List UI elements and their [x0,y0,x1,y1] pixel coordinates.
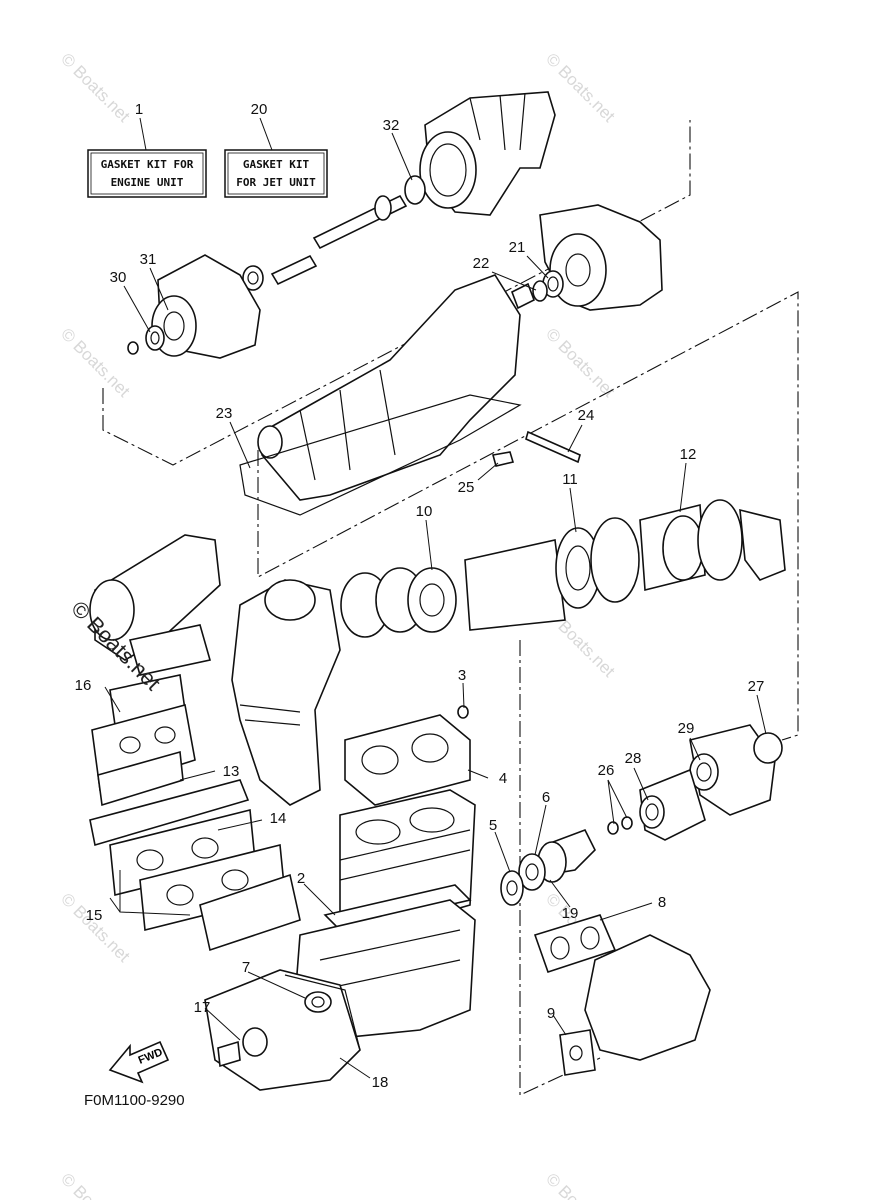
sensor-plug [217,1040,241,1068]
jet-nozzle [419,91,556,216]
intake-gasket-23 [239,394,522,516]
drive-shaft-assembly [242,175,426,291]
pad-25 [491,451,515,467]
callout-25: 25 [458,479,475,496]
callout-32: 32 [383,117,400,134]
callout-31: 31 [140,251,157,268]
callout-28: 28 [625,750,642,767]
callout-13: 13 [223,763,240,780]
callout-numbers: 1 20 32 21 22 31 30 23 24 25 11 12 10 3 … [75,101,765,1091]
exhaust-elbow [231,579,341,806]
cylinder-head [344,705,471,806]
callout-5: 5 [489,817,497,834]
callout-8: 8 [658,894,666,911]
watermark-text: © Boats.net [57,1169,134,1200]
callout-16: 16 [75,677,92,694]
callout-29: 29 [678,720,695,737]
box1-line2: ENGINE UNIT [111,176,184,189]
base-gasket-2 [323,884,472,931]
watermark-text: © Boats.net [542,1169,619,1200]
jet-unit-frame [102,120,691,466]
watermark-text: © Boats.net [57,49,134,126]
callout-24: 24 [578,407,595,424]
intake-housing-left [127,254,261,359]
callout-9: 9 [547,1005,555,1022]
magneto-cover [204,969,361,1091]
callout-4: 4 [499,770,507,787]
callout-2: 2 [297,870,305,887]
muffler-left [89,534,221,661]
callout-22: 22 [473,255,490,272]
callout-14: 14 [270,810,287,827]
callout-10: 10 [416,503,433,520]
callout-7: 7 [242,959,250,976]
fwd-arrow: FWD [108,1040,170,1084]
leader-lines [104,117,767,1079]
jet-unit-frame-lower [257,291,799,741]
exhaust-pipes [340,499,786,638]
callout-3: 3 [458,667,466,684]
impeller-housing [532,204,663,311]
callout-26: 26 [598,762,615,779]
callout-6: 6 [542,789,550,806]
callout-20: 20 [251,101,268,118]
callout-21: 21 [509,239,526,256]
callout-27: 27 [748,678,765,695]
kit-box-jet: GASKET KIT FOR JET UNIT [224,149,328,198]
seal-strip-24 [525,430,581,464]
callout-11: 11 [562,471,578,488]
coupling-housing [500,724,783,906]
callout-17: 17 [194,999,211,1016]
box20-line1: GASKET KIT [243,158,310,171]
watermark-text: © Boats.net [57,889,134,966]
watermark-text: © Boats.net [57,324,134,401]
spline-coupling [510,282,536,310]
kit-box-engine: GASKET KIT FOR ENGINE UNIT [87,149,207,198]
callout-19: 19 [562,905,579,922]
watermark-text: © Boats.net [542,324,619,401]
diagram-code: F0M1100-9290 [84,1092,185,1109]
intake-duct [257,274,521,501]
box1-line1: GASKET KIT FOR [101,158,194,171]
box20-line2: FOR JET UNIT [236,176,316,189]
callout-18: 18 [372,1074,389,1091]
callout-12: 12 [680,446,697,463]
callout-30: 30 [110,269,127,286]
exhaust-manifold-right [533,914,711,1076]
manifold-stack [89,624,301,952]
callout-15: 15 [86,907,103,924]
callout-23: 23 [216,405,233,422]
callout-1: 1 [135,101,143,118]
